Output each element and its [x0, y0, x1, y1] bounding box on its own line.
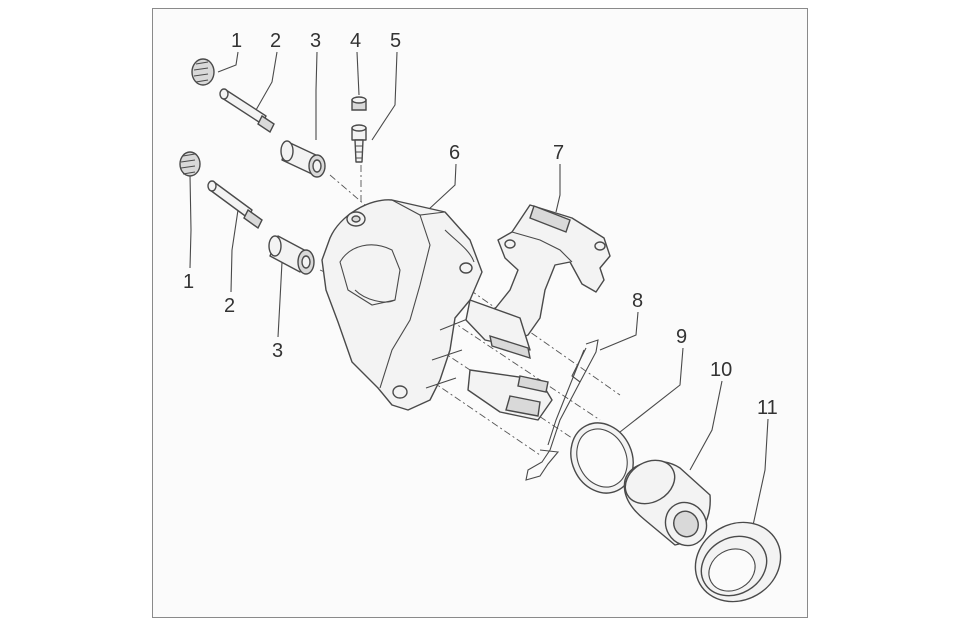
piston-seal	[570, 422, 634, 494]
callout-2-bottom: 2	[224, 295, 235, 317]
callout-1-top: 1	[231, 30, 242, 52]
leader-lines	[189, 51, 769, 531]
dust-boot	[694, 521, 782, 603]
callout-2-top: 2	[270, 30, 281, 52]
guide-bolt-bottom	[207, 180, 263, 230]
guide-bolt-cap-bottom	[179, 151, 201, 177]
callout-4: 4	[350, 30, 361, 52]
callout-7: 7	[553, 142, 564, 164]
retaining-spring	[525, 339, 599, 481]
callout-8: 8	[632, 290, 643, 312]
callout-11: 11	[757, 397, 778, 419]
callout-3-bottom: 3	[272, 340, 283, 362]
bleed-valve-cap	[351, 96, 367, 111]
callout-6: 6	[449, 142, 460, 164]
guide-bolt-cap-top	[191, 58, 215, 86]
piston	[623, 459, 711, 547]
callout-9: 9	[676, 326, 687, 348]
guide-bolt-top	[219, 88, 275, 134]
bleed-valve	[351, 124, 367, 163]
brake-pad-inner	[465, 299, 531, 360]
callout-3-top: 3	[310, 30, 321, 52]
callout-10: 10	[710, 359, 732, 381]
guide-sleeve-bottom	[268, 235, 315, 275]
caliper-bracket	[493, 204, 611, 341]
brake-pad-outer	[467, 369, 553, 421]
callout-1-bottom: 1	[183, 271, 194, 293]
caliper-housing	[321, 199, 483, 411]
guide-sleeve-top	[280, 140, 326, 178]
callout-5: 5	[390, 30, 401, 52]
